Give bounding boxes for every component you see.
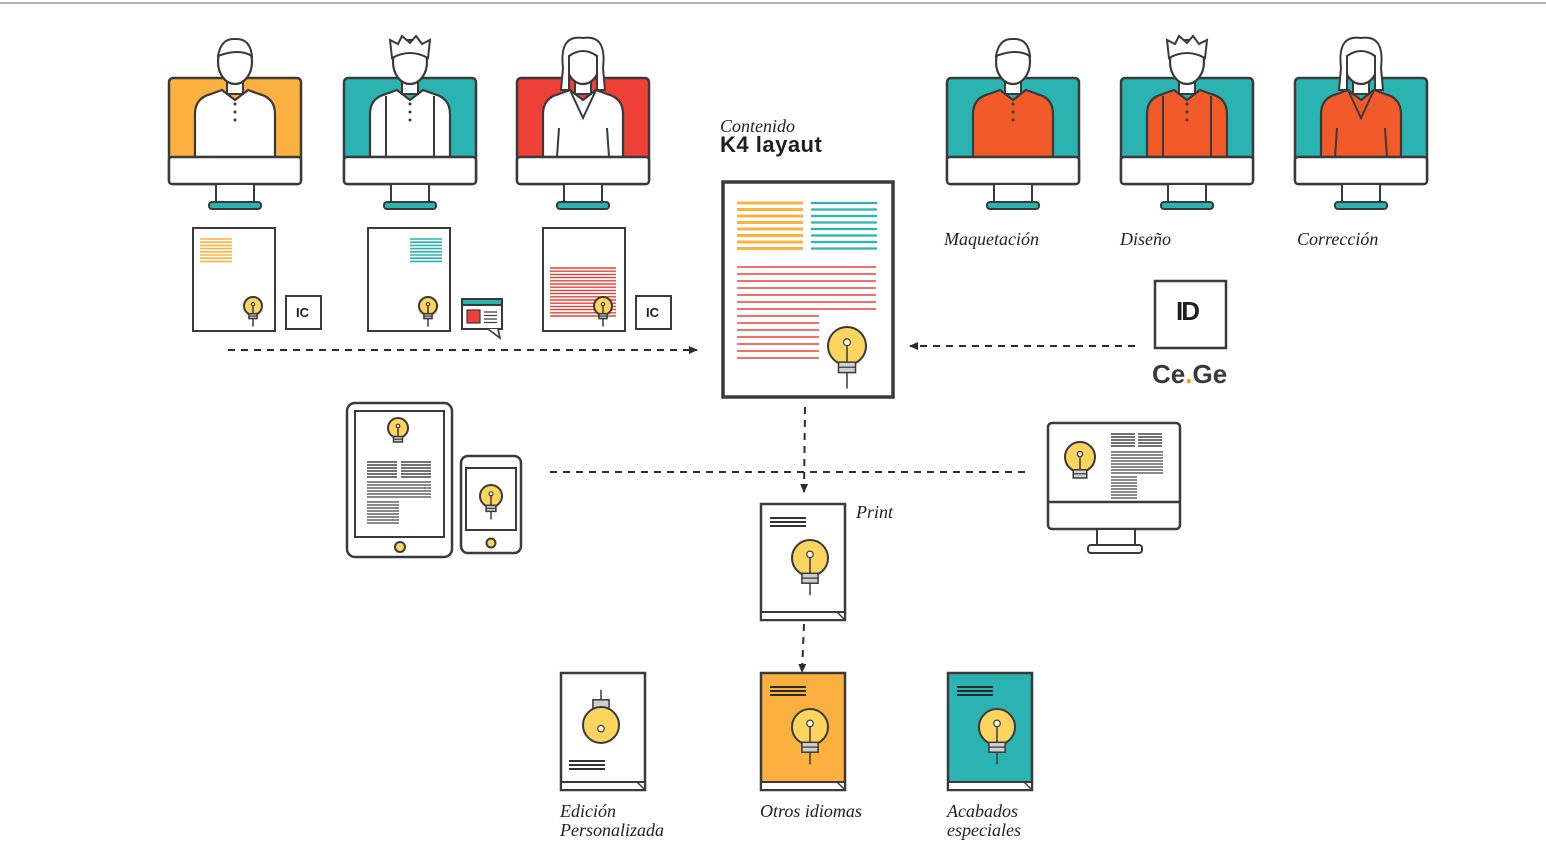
book-edicion-personalizada: [559, 671, 647, 792]
diseno-monitor: [1119, 34, 1255, 210]
author-monitor-3: [515, 36, 651, 210]
maquetacion-monitor: [945, 37, 1081, 210]
tablet-icon: [345, 401, 454, 559]
output-label-1-line1: Edición: [560, 801, 616, 821]
lightbulb-icon: [791, 539, 829, 584]
lightbulb-icon: [827, 326, 867, 374]
output-label-2-line1: Otros idiomas: [760, 801, 862, 821]
role-label-maquetacion: Maquetación: [944, 229, 1039, 249]
person-icon: [368, 34, 452, 159]
arrow-print-to-outputs: [798, 623, 807, 673]
incopy-badge-2: IC: [646, 305, 659, 320]
indesign-box: [1153, 279, 1228, 350]
arrow-k4-to-print: [800, 406, 809, 493]
k4-layout-document: [721, 180, 895, 399]
lightbulb-icon: [1064, 441, 1096, 479]
lightbulb-icon: [479, 484, 503, 513]
central-title-big: K4 layaut: [720, 132, 823, 157]
person-icon: [541, 36, 625, 159]
phone-icon: [459, 454, 523, 555]
cege-logo: Ce.Ge: [1152, 359, 1228, 389]
draft-document-orange: [192, 227, 276, 332]
draft-document-teal: [367, 227, 451, 332]
desktop-monitor-icon: [1046, 421, 1182, 554]
role-label-correccion: Corrección: [1297, 229, 1379, 249]
lightbulb-icon: [593, 296, 613, 320]
book-otros-idiomas: [759, 671, 847, 792]
draft-document-red: [542, 227, 626, 332]
lightbulb-icon: [791, 708, 829, 753]
output-label-3-line1: Acabados: [947, 801, 1018, 821]
lightbulb-icon: [418, 296, 438, 320]
incopy-box-2: [635, 295, 672, 330]
author-monitor-2: [342, 34, 478, 210]
lightbulb-icon: [243, 296, 263, 320]
author-monitor-1: [167, 37, 303, 210]
central-title-small: Contenido: [720, 116, 795, 136]
incopy-box-1: [285, 295, 322, 330]
person-icon: [971, 37, 1055, 159]
book-acabados-especiales: [946, 671, 1034, 792]
correccion-monitor: [1293, 36, 1429, 210]
incopy-badge-1: IC: [296, 305, 309, 320]
lightbulb-icon: [387, 417, 409, 443]
indesign-logo: ID: [1176, 296, 1200, 326]
lightbulb-icon: [582, 689, 620, 744]
person-icon: [1145, 34, 1229, 159]
person-icon: [193, 37, 277, 159]
browser-window-icon: [461, 298, 503, 340]
output-label-1-line2: Personalizada: [560, 820, 665, 840]
output-label-3-line2: especiales: [947, 820, 1021, 840]
print-book: [759, 502, 847, 622]
role-label-diseno: Diseño: [1120, 229, 1171, 249]
person-icon: [1319, 36, 1403, 159]
top-divider: [0, 2, 1546, 4]
print-label: Print: [856, 502, 894, 522]
